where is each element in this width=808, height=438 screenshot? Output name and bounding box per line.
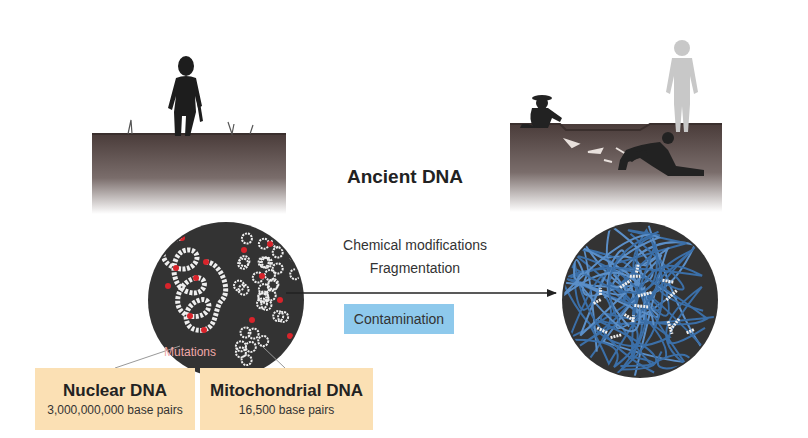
mutation-dot [173,265,179,271]
mutation-dot [203,259,209,265]
soil-right [510,124,722,212]
mitochondrial-genome [242,234,252,244]
hominin-silhouette [168,56,203,136]
mitochondrial-genome [272,237,282,247]
mitochondrial-genome [273,311,283,321]
mutation-dot [193,275,199,281]
mutation-dot [179,235,185,241]
cell-circle-left [148,222,304,378]
mitochondrial-genome [246,342,256,352]
dna-fragment [610,335,621,338]
leader-line [262,346,285,368]
mutation-dot [259,273,265,279]
dna-fragment [637,264,639,272]
box-heading: Mitochondrial DNA [200,380,373,402]
degraded-dna [560,225,714,377]
dna-fragment [663,280,674,282]
contaminant-strand [609,232,714,377]
mutation-dot [241,247,247,253]
mitochondrial-genome [273,248,283,258]
box-heading: Nuclear DNA [35,380,195,402]
mitochondrial-genome [258,336,268,346]
dna-fragment [630,275,641,278]
bones [566,140,626,162]
mutation-dot [249,317,255,323]
mitochondrial-genome [236,347,246,357]
process-arrow [286,292,556,294]
dna-fragment [620,280,631,287]
soil-left [92,134,286,214]
dna-fragment [637,293,651,297]
mitochondrial-genome [290,269,300,279]
dna-fragment [668,321,672,334]
info-box: Mitochondrial DNA16,500 base pairs [200,368,373,430]
excavator-digging [618,132,704,176]
mitochondrial-genome [268,279,278,289]
box-heading: Contamination [344,310,454,328]
diagram-title: Ancient DNA [347,166,463,188]
mitochondrial-genome [242,355,252,365]
mitochondrial-genome [234,281,244,291]
dna-fragment [625,314,634,320]
standing-person [666,40,698,132]
mutation-label: Mutations [164,345,216,359]
mitochondrial-genome [259,284,269,294]
dna-fragment [599,288,602,295]
mutation-dot [277,297,283,303]
dna-fragment [634,305,648,307]
excavator-kneeling [520,95,562,128]
mitochondrial-genome [290,252,300,262]
tag-box: Contamination [344,304,454,334]
mutation-dot [287,333,293,339]
mitochondrial-genome [239,256,249,266]
mitochondrial-genome [241,328,251,338]
mitochondrial-genome [260,258,270,268]
dna-fragment [666,291,676,300]
contaminant-strand [601,268,714,324]
dna-fragment [671,319,679,330]
mutation-dot [267,241,273,247]
mutation-dot [201,327,207,333]
box-detail: 3,000,000,000 base pairs [35,402,195,418]
process-label: Fragmentation [370,260,460,276]
info-box: Nuclear DNA3,000,000,000 base pairs [35,368,195,430]
dna-fragment [594,300,601,304]
mitochondrial-genome [289,353,299,363]
dna-fragment [687,329,695,333]
process-label: Chemical modifications [343,237,487,253]
contaminant-strand [574,260,640,332]
dna-strands [163,234,300,366]
mutation-dot [165,283,171,289]
mutation-dot [187,313,193,319]
dna-fragment [596,327,607,332]
box-detail: 16,500 base pairs [200,402,373,418]
